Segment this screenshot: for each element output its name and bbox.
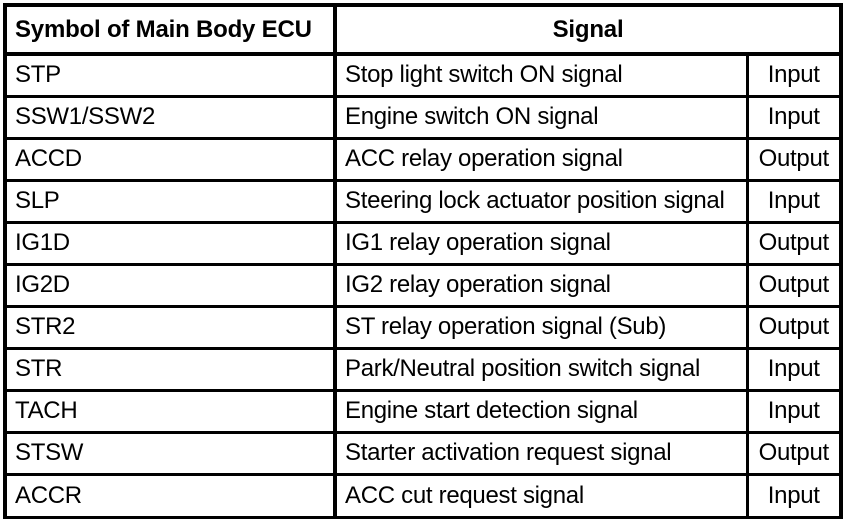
- cell-signal-direction: Input: [767, 61, 820, 89]
- cell-signal-description: Starter activation request signal: [335, 430, 749, 474]
- cell-signal-description: IG1 relay operation signal: [335, 220, 749, 264]
- cell-symbol: STP: [7, 54, 337, 96]
- cell-signal-direction: Output: [747, 220, 839, 264]
- table-header: Symbol of Main Body ECU Signal: [7, 7, 839, 56]
- cell-symbol: STSW: [7, 430, 337, 474]
- cell-symbol: STR: [7, 346, 337, 390]
- cell-signal-direction: Output: [747, 304, 839, 348]
- cell-symbol: TACH: [7, 388, 337, 432]
- cell-symbol: ACCD: [7, 136, 337, 180]
- cell-signal-description: ACC cut request signal: [335, 472, 749, 516]
- cell-symbol: IG1D: [7, 220, 337, 264]
- column-header-symbol: Symbol of Main Body ECU: [7, 7, 337, 56]
- cell-signal-description: Stop light switch ON signal: [335, 54, 749, 96]
- cell-signal-description: Engine start detection signal: [335, 388, 749, 432]
- header-row: Symbol of Main Body ECU Signal: [7, 7, 839, 56]
- cell-signal-description: ACC relay operation signal: [335, 136, 749, 180]
- cell-signal-direction: Input: [747, 346, 839, 390]
- cell-signal-direction: Input: [747, 388, 839, 432]
- cell-signal-description: ST relay operation signal (Sub): [335, 304, 749, 348]
- cell-signal-description: Park/Neutral position switch signal: [335, 346, 749, 390]
- cell-symbol: STR2: [7, 304, 337, 348]
- cell-signal-direction: Output: [747, 136, 839, 180]
- cell-signal-direction: Input: [747, 178, 839, 222]
- cell-signal-description: Engine switch ON signal: [335, 94, 749, 138]
- column-header-signal: Signal: [335, 7, 839, 56]
- cell-signal-description: Steering lock actuator position signal: [335, 178, 749, 222]
- cell-symbol: ACCR: [7, 472, 337, 516]
- cell-signal-direction: Output: [747, 430, 839, 474]
- cell-signal-direction: Input: [747, 472, 839, 516]
- cell-symbol: IG2D: [7, 262, 337, 306]
- cell-signal-direction: Input: [747, 94, 839, 138]
- cell-signal-direction: Output: [747, 262, 839, 306]
- cell-symbol: SLP: [7, 178, 337, 222]
- cell-symbol: SSW1/SSW2: [7, 94, 337, 138]
- cell-signal-description: IG2 relay operation signal: [335, 262, 749, 306]
